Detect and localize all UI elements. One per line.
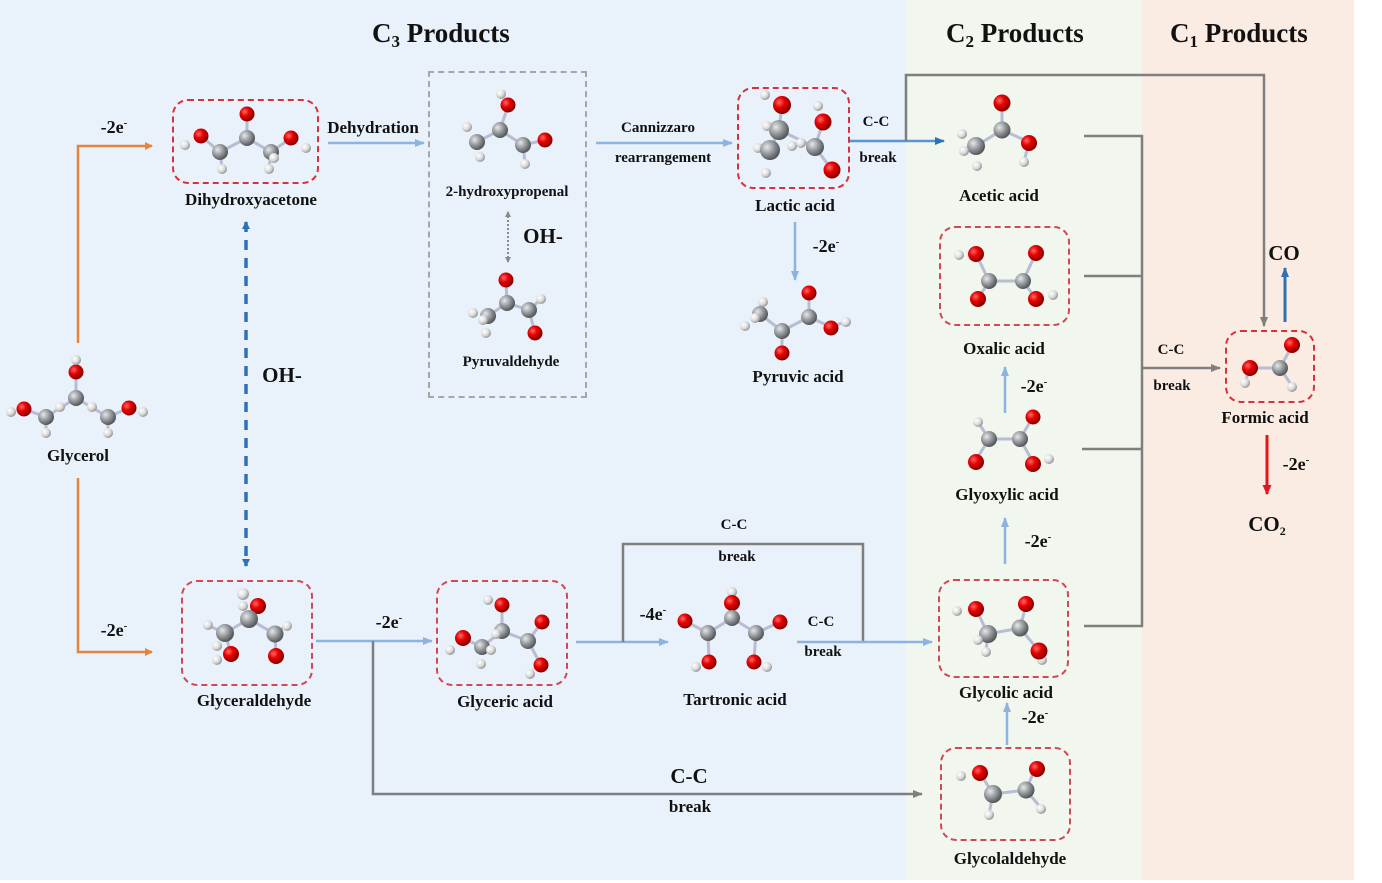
- panel-c1-products: C1 Products: [1142, 0, 1354, 880]
- label-dihydroxyacetone: Dihydroxyacetone: [185, 190, 317, 209]
- highlight-box-glyceraldehyde: [181, 580, 313, 686]
- label-pyruvaldehyde: Pyruvaldehyde: [462, 354, 560, 370]
- label-break-lactic: break: [859, 150, 897, 166]
- label-electron-glycolic-glyoxylic: -2e-: [1024, 531, 1052, 551]
- label-oh-isomerization: OH-: [262, 363, 302, 387]
- glycolaldehyde-molecule: [956, 761, 1046, 820]
- panel-title-c1: C1 Products: [1170, 18, 1308, 51]
- arrow-glycerol-to-glyceraldehyde: [76, 478, 153, 656]
- label-break-glyceraldehyde: break: [668, 797, 712, 816]
- hydroxypropenal-molecule: [462, 90, 553, 169]
- formic-acid-molecule: [1240, 337, 1300, 392]
- panel-title-c2: C2 Products: [946, 18, 1084, 51]
- label-break-bypass: break: [718, 549, 756, 565]
- label-electron-glyceric-tartronic: -4e-: [639, 604, 667, 624]
- label-break-c2-formic: break: [1153, 378, 1191, 394]
- label-formic-acid: Formic acid: [1221, 408, 1309, 427]
- label-electron-formic-co2: -2e-: [1282, 454, 1310, 474]
- label-glyceric-acid: Glyceric acid: [457, 692, 553, 711]
- label-electron-glycolaldehyde-glycolic: -2e-: [1021, 707, 1049, 727]
- label-oxalic-acid: Oxalic acid: [963, 339, 1045, 358]
- group-box-pyruvaldehyde-tautomers: [428, 71, 587, 398]
- label-electron-lactic-pyruvic: -2e-: [812, 236, 840, 256]
- label-dehydration: Dehydration: [327, 118, 419, 137]
- arrow-glycerol-to-dha: [76, 142, 153, 343]
- label-glycolaldehyde: Glycolaldehyde: [953, 849, 1067, 868]
- line-lactic-to-formic: [904, 73, 1268, 327]
- collector-c2-to-formic: [1082, 134, 1221, 628]
- pyruvic-acid-molecule: [740, 285, 851, 361]
- label-electron-glycerol-glyceraldehyde: -2e-: [100, 620, 128, 640]
- highlight-box-glycolic-acid: [938, 579, 1069, 678]
- acetic-acid-molecule: [957, 94, 1037, 171]
- label-acetic-acid: Acetic acid: [959, 186, 1039, 205]
- highlight-box-formic-acid: [1225, 330, 1315, 403]
- label-cc-bypass: C-C: [720, 517, 748, 533]
- label-glycolic-acid: Glycolic acid: [959, 683, 1053, 702]
- label-rearrangement: rearrangement: [614, 150, 712, 166]
- label-cc-tartronic: C-C: [807, 614, 835, 630]
- highlight-box-glyceric-acid: [436, 580, 568, 686]
- label-co2: CO2: [1248, 512, 1286, 538]
- label-cannizzaro: Cannizzaro: [621, 120, 695, 136]
- label-oh-tautomer: OH-: [523, 224, 563, 248]
- highlight-box-glycolaldehyde: [940, 747, 1071, 841]
- label-tartronic-acid: Tartronic acid: [683, 690, 787, 709]
- glyceraldehyde-molecule: [203, 588, 292, 665]
- glyoxylic-acid-molecule: [968, 409, 1054, 472]
- label-cc-c2-formic: C-C: [1157, 342, 1185, 358]
- label-glycerol: Glycerol: [47, 446, 109, 465]
- tartronic-acid-molecule: [677, 587, 788, 672]
- dihydroxyacetone-molecule: [180, 106, 311, 174]
- label-break-tartronic: break: [804, 644, 842, 660]
- lactic-acid-molecule: [753, 90, 841, 179]
- highlight-box-oxalic-acid: [939, 226, 1070, 326]
- label-electron-glyoxylic-oxalic: -2e-: [1020, 376, 1048, 396]
- label-pyruvic-acid: Pyruvic acid: [752, 367, 844, 386]
- highlight-box-dihydroxyacetone: [172, 99, 319, 184]
- panel-title-c3: C3 Products: [372, 18, 510, 51]
- label-co: CO: [1268, 241, 1300, 265]
- label-hydroxypropenal: 2-hydroxypropenal: [445, 184, 569, 200]
- glycerol-molecule: [6, 355, 148, 438]
- highlight-box-lactic-acid: [737, 87, 850, 189]
- label-electron-glycerol-dha: -2e-: [100, 117, 128, 137]
- oxalic-acid-molecule: [954, 245, 1058, 307]
- glycolic-acid-molecule: [952, 596, 1048, 665]
- label-lactic-acid: Lactic acid: [755, 196, 835, 215]
- label-electron-glyceraldehyde-glyceric: -2e-: [375, 612, 403, 632]
- glyceric-acid-molecule: [445, 595, 550, 679]
- line-glyceraldehyde-to-glycolaldehyde: [371, 641, 923, 798]
- line-glyceric-cc-break-bypass: [621, 542, 865, 642]
- label-glyoxylic-acid: Glyoxylic acid: [955, 485, 1059, 504]
- pyruvaldehyde-molecule: [468, 272, 546, 341]
- label-glyceraldehyde: Glyceraldehyde: [196, 691, 312, 710]
- label-cc-glyceraldehyde: C-C: [670, 764, 708, 788]
- label-cc-lactic: C-C: [862, 114, 890, 130]
